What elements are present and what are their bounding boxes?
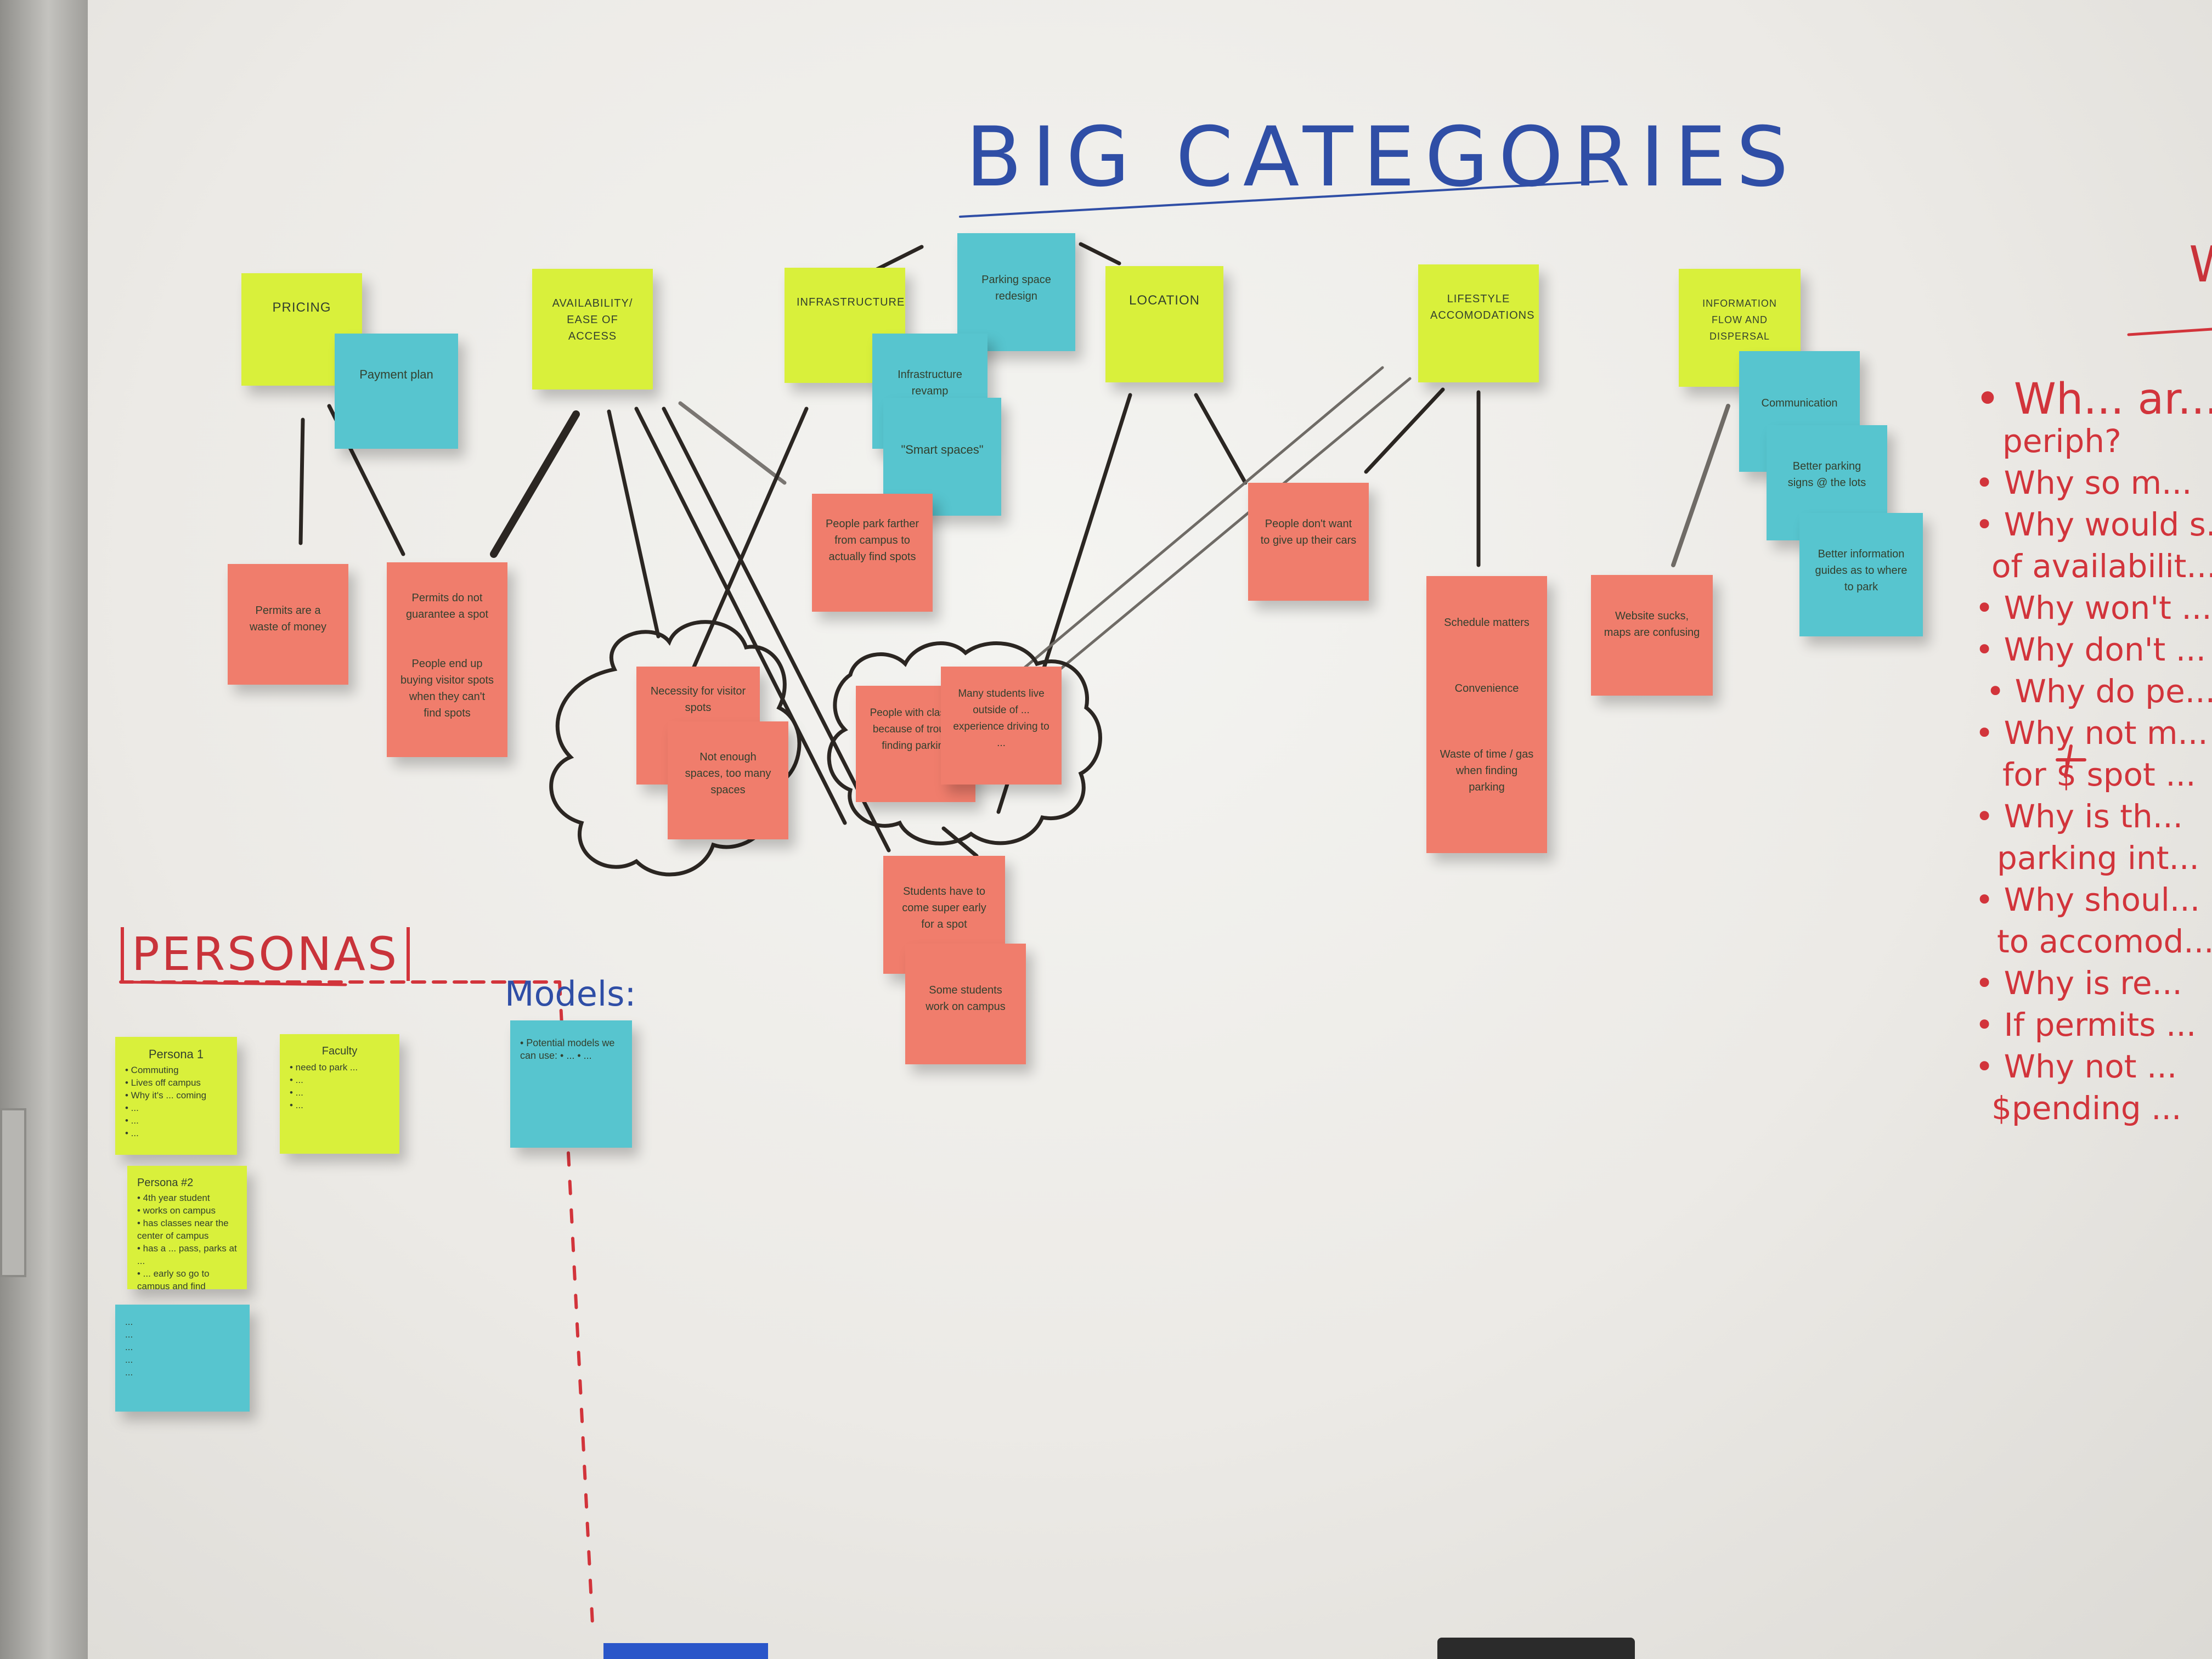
many-students-note[interactable]: Many students live outside of ... experi… (941, 667, 1062, 785)
schedule-convenience-stack[interactable]: Schedule matters Convenience Waste of ti… (1426, 576, 1547, 853)
blue-persona-line: ... (125, 1317, 133, 1327)
people-end-up-text: People end up buying visitor spots when … (400, 658, 494, 719)
blue-persona-line: ... (125, 1342, 133, 1352)
question-line: • Why do pe... (1986, 673, 2212, 710)
persona-1-line: • ... (125, 1128, 139, 1138)
questions-heading-partial: W (2189, 236, 2212, 294)
blue-persona-line: ... (125, 1367, 133, 1378)
marker-tray-blue-marker (603, 1643, 768, 1659)
personas-underline (119, 980, 347, 986)
question-line: of availabilit... (1991, 548, 2212, 585)
permits-guarantee-stack[interactable]: Permits do not guarantee a spot People e… (387, 562, 507, 757)
persona-1-line: • Commuting (125, 1065, 179, 1075)
whiteboard-eraser (1437, 1638, 1635, 1659)
lifestyle-line-3 (1364, 387, 1445, 474)
payment-plan-note[interactable]: Payment plan (335, 334, 458, 449)
availability-line-2 (607, 409, 661, 639)
persona-2-line: • works on campus (137, 1205, 216, 1216)
waste-of-time-text: Waste of time / gas when finding parking (1440, 748, 1534, 793)
persona-2-note[interactable]: Persona #2 • 4th year student • works on… (127, 1166, 247, 1289)
cloud-stem (941, 826, 979, 858)
question-line: • Why is th... (1975, 798, 2183, 835)
persona-2-title: Persona #2 (137, 1177, 194, 1189)
faculty-title: Faculty (321, 1045, 358, 1057)
convenience-text: Convenience (1454, 682, 1519, 695)
blue-persona-note[interactable]: ... ... ... ... ... (115, 1305, 250, 1412)
faculty-line: • need to park ... (290, 1062, 358, 1073)
persona-1-note[interactable]: Persona 1 • Commuting • Lives off campus… (115, 1037, 237, 1155)
models-heading: Models: (505, 974, 636, 1014)
marker-connections (119, 180, 2212, 1626)
people-park-farther-note[interactable]: People park farther from campus to actua… (812, 494, 933, 612)
question-line: • Why is re... (1975, 964, 2182, 1002)
persona-2-line: • has a ... pass, parks at ... (137, 1243, 237, 1266)
question-line: • Why don't ... (1975, 631, 2207, 668)
information-line-1 (1671, 404, 1730, 567)
question-line: • Wh... ar... (1975, 375, 2212, 424)
better-information-guides-note[interactable]: Better information guides as to where to… (1799, 513, 1923, 636)
whiteboard-frame (0, 0, 88, 1659)
persona-2-line: • 4th year student (137, 1193, 210, 1203)
questions-star-mark (2056, 744, 2086, 778)
parking-space-redesign-note[interactable]: Parking space redesign (957, 233, 1075, 351)
personas-heading: PERSONAS (121, 927, 410, 981)
location-line-2 (1194, 393, 1248, 485)
faculty-line: • ... (290, 1100, 303, 1110)
questions-list: • Wh... ar... periph? • Why so m... • Wh… (1975, 375, 2212, 1129)
category-location-note[interactable]: LOCATION (1105, 266, 1223, 382)
question-line: $pending ... (1991, 1090, 2182, 1127)
persona-1-line: • ... (125, 1103, 139, 1113)
whiteboard: BIG CATEGORIES PERSONAS Models: PRICING … (88, 0, 2212, 1659)
category-availability-note[interactable]: AVAILABILITY/ EASE OF ACCESS (532, 269, 653, 390)
blue-persona-line: ... (125, 1329, 133, 1340)
people-dont-want-cars-note[interactable]: People don't want to give up their cars (1248, 483, 1369, 601)
question-line: • If permits ... (1975, 1006, 2197, 1043)
question-line: periph? (2002, 422, 2121, 460)
pricing-line-1 (298, 417, 305, 545)
availability-line-1 (490, 410, 580, 558)
question-line: • Why shoul... (1975, 881, 2200, 918)
models-note[interactable]: • Potential models we can use: • ... • .… (510, 1020, 632, 1148)
wall-bracket (0, 1108, 26, 1277)
big-categories-heading: BIG CATEGORIES (966, 110, 1798, 205)
schedule-matters-text: Schedule matters (1444, 617, 1530, 629)
infrastructure-line-3 (1079, 242, 1121, 266)
permits-waste-note[interactable]: Permits are a waste of money (228, 564, 348, 685)
not-enough-spaces-note[interactable]: Not enough spaces, too many spaces (668, 721, 788, 839)
faculty-line: • ... (290, 1075, 303, 1085)
blue-persona-line: ... (125, 1355, 133, 1365)
some-students-work-note[interactable]: Some students work on campus (905, 944, 1026, 1064)
heading-underline (959, 180, 1609, 218)
faculty-line: • ... (290, 1087, 303, 1098)
question-line: • Why so m... (1975, 464, 2192, 501)
cloud-outline-2 (827, 641, 1102, 845)
question-line: • Why won't ... (1975, 589, 2212, 627)
persona-1-line: • ... (125, 1115, 139, 1126)
question-line: to accomod... (1997, 923, 2212, 960)
infrastructure-line-1 (684, 407, 809, 688)
lifestyle-line-1 (1008, 366, 1384, 682)
personas-vertical-divider (558, 980, 594, 1626)
lifestyle-line-2 (1019, 377, 1412, 704)
questions-underline (2127, 328, 2212, 336)
permits-no-guarantee-text: Permits do not guarantee a spot (405, 592, 489, 620)
question-line: • Why not ... (1975, 1048, 2177, 1085)
question-line: • Why would s... (1975, 506, 2212, 543)
question-line: for $ spot ... (2002, 756, 2196, 793)
category-lifestyle-note[interactable]: LIFESTYLE ACCOMODATIONS (1418, 264, 1539, 382)
persona-2-line: • has classes near the center of campus (137, 1218, 229, 1241)
faculty-persona-note[interactable]: Faculty • need to park ... • ... • ... •… (280, 1034, 399, 1154)
availability-line-3 (634, 407, 847, 825)
persona-2-line: • ... early so go to campus and find par… (137, 1268, 210, 1289)
persona-1-line: • Lives off campus (125, 1077, 201, 1088)
website-sucks-note[interactable]: Website sucks, maps are confusing (1591, 575, 1713, 696)
question-line: • Why not m... (1975, 714, 2208, 752)
persona-1-line: • Why it's ... coming (125, 1090, 207, 1101)
persona-1-title: Persona 1 (148, 1047, 204, 1061)
availability-line-5 (678, 401, 787, 485)
availability-line-4 (662, 407, 891, 853)
question-line: parking int... (1997, 839, 2199, 877)
